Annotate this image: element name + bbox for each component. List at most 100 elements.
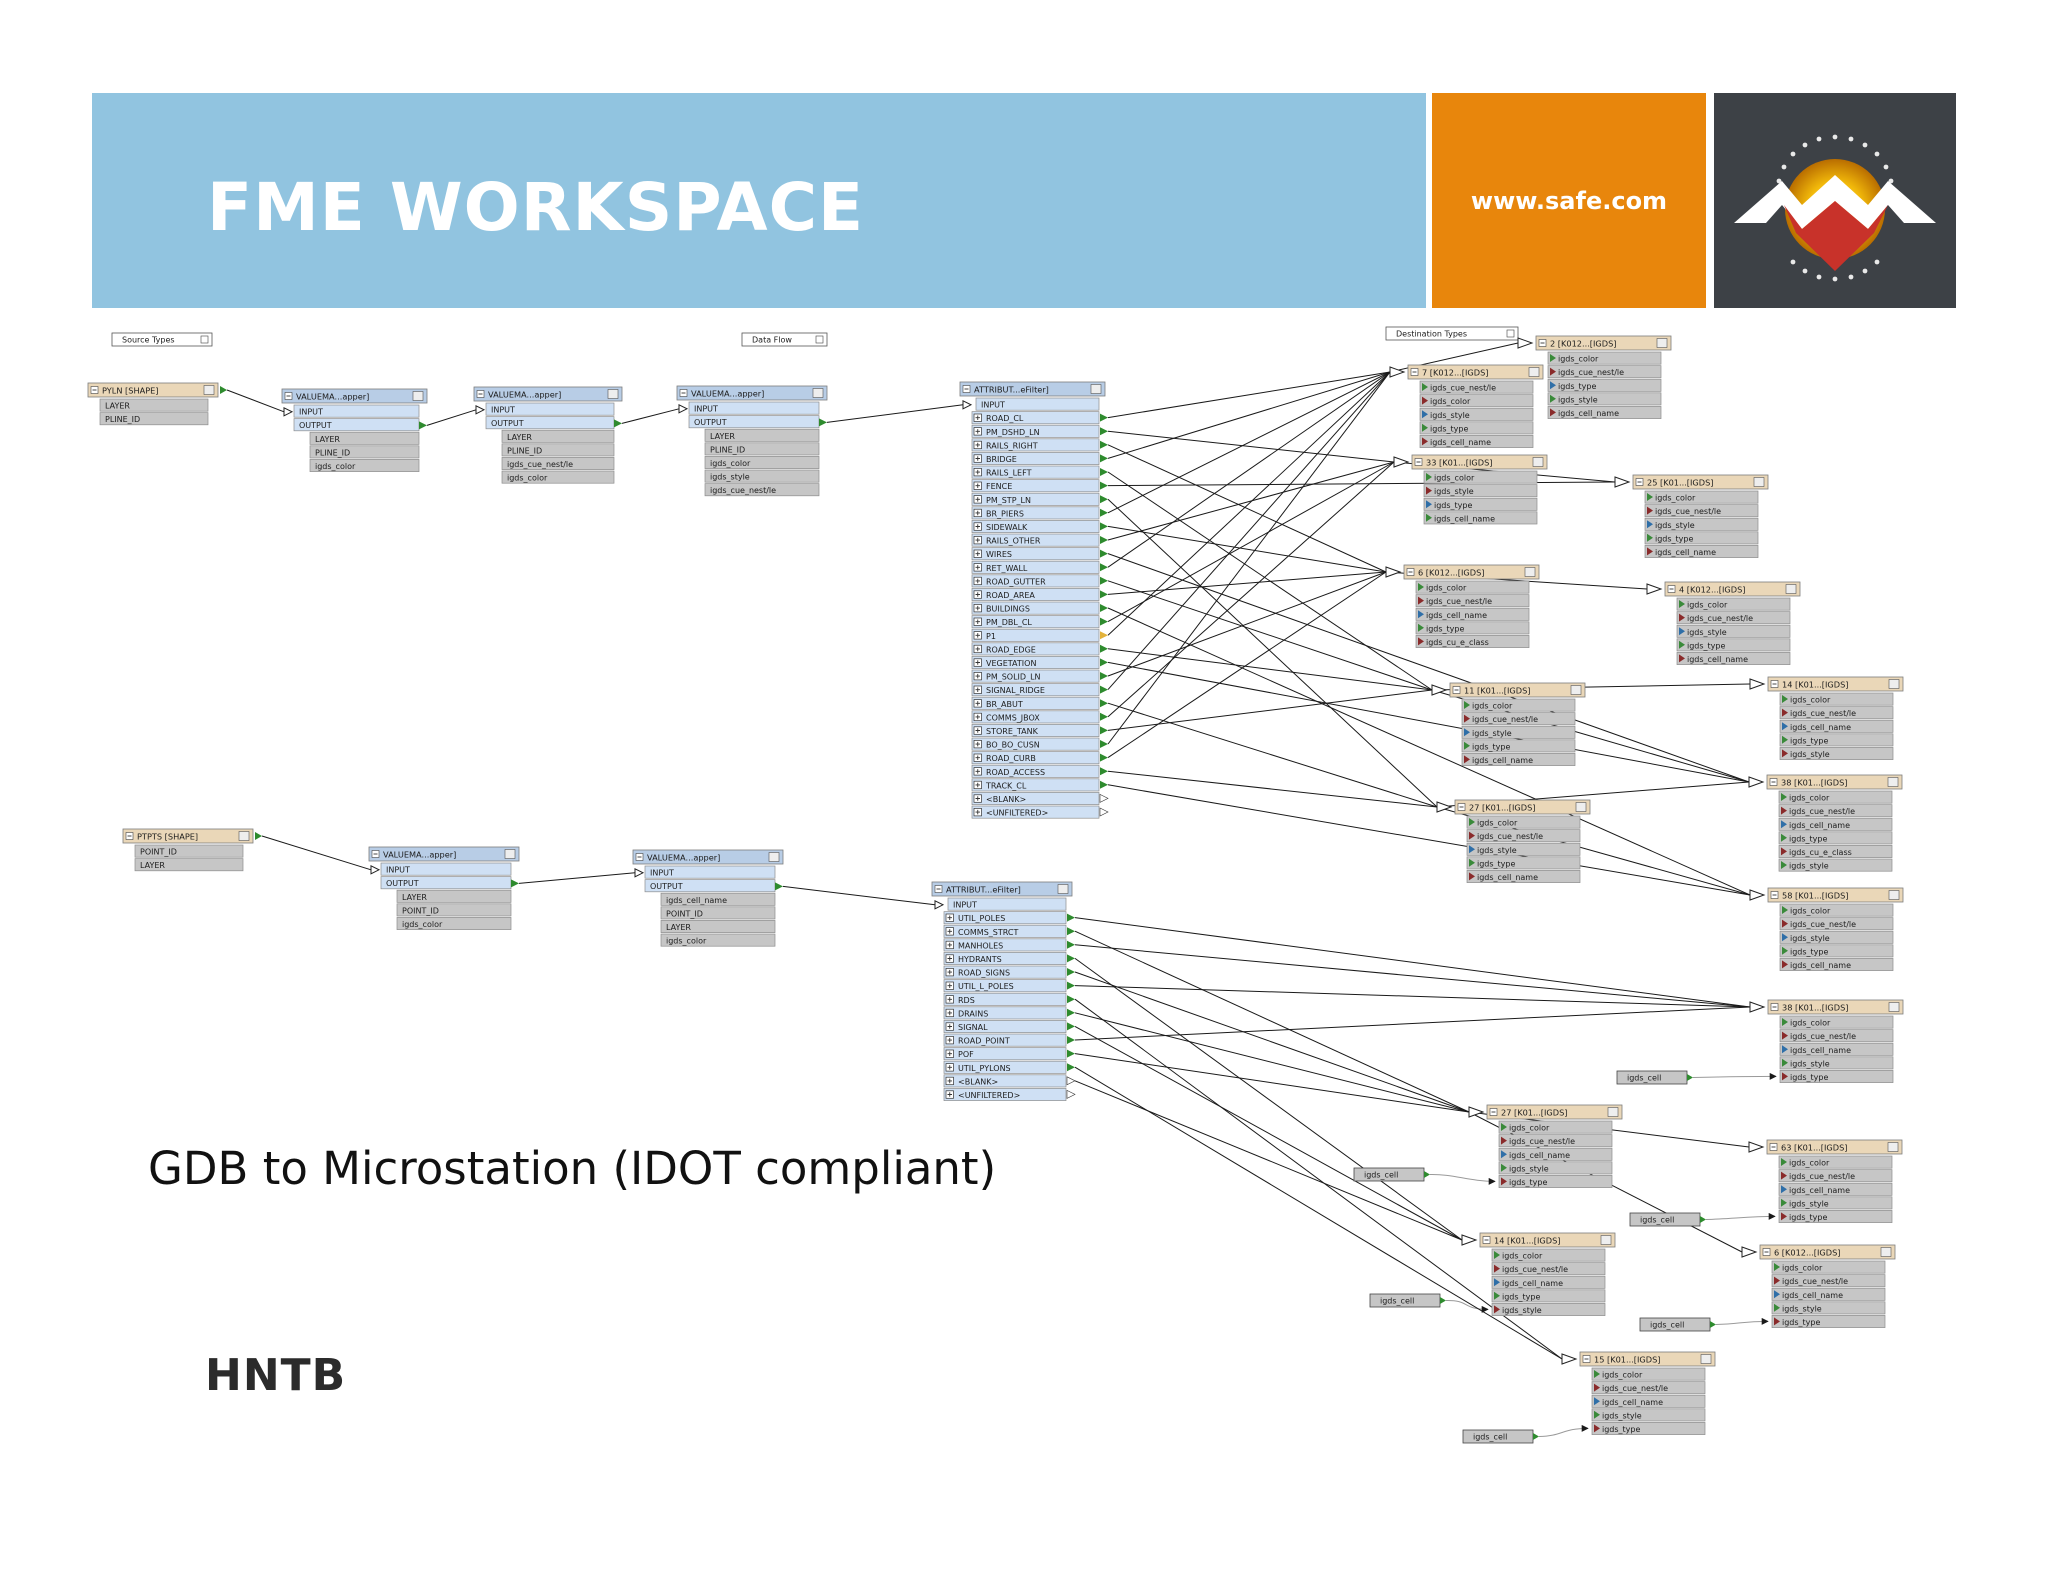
output-port-icon[interactable] (1067, 995, 1075, 1004)
attribute-filter-0[interactable]: ATTRIBUT...eFilter]INPUTROAD_CLPM_DSHD_L… (959, 381, 1109, 819)
output-port-icon[interactable] (1100, 740, 1108, 748)
output-port-icon[interactable] (1100, 563, 1108, 572)
filter-output-port[interactable]: <BLANK> (971, 792, 1100, 805)
filter-input-port[interactable]: INPUT (975, 397, 1100, 411)
mapper-output-port[interactable]: OUTPUT (644, 879, 776, 893)
mapper-input-port[interactable]: INPUT (293, 404, 420, 418)
filter-output-port[interactable]: BR_PIERS (971, 506, 1100, 520)
filter-output-port[interactable]: PM_SOLID_LN (971, 669, 1100, 683)
destination-feature-type-0[interactable]: 2 [K012...[IGDS]igds_colorigds_cue_nest/… (1517, 335, 1672, 419)
output-port-icon[interactable] (1067, 940, 1075, 949)
node-menu-icon[interactable] (1880, 1247, 1892, 1257)
value-mapper-1[interactable]: VALUEMA...apper]INPUTOUTPUTLAYERPLINE_ID… (473, 386, 623, 484)
destination-header[interactable]: 38 [K01...[IGDS] (1767, 999, 1904, 1015)
output-port-icon[interactable] (1100, 712, 1108, 721)
input-port-icon[interactable] (283, 406, 294, 417)
output-port-icon[interactable] (614, 419, 622, 428)
output-port-icon[interactable] (1066, 1089, 1076, 1099)
filter-output-port[interactable]: PM_DBL_CL (971, 615, 1100, 629)
output-port-icon[interactable] (1100, 699, 1108, 708)
output-port-icon[interactable] (1440, 1297, 1446, 1304)
destination-header[interactable]: 33 [K01...[IGDS] (1411, 454, 1548, 470)
destination-header[interactable]: 15 [K01...[IGDS] (1579, 1351, 1716, 1367)
input-port-icon[interactable] (1646, 583, 1663, 595)
node-menu-icon[interactable] (1888, 890, 1900, 900)
mapper-header[interactable]: VALUEMA...apper] (281, 388, 428, 404)
destination-feature-type-2[interactable]: 33 [K01...[IGDS]igds_colorigds_styleigds… (1393, 454, 1548, 525)
filter-output-port[interactable]: POF (943, 1047, 1067, 1061)
filter-output-port[interactable]: STORE_TANK (971, 724, 1100, 737)
destination-feature-type-11[interactable]: 38 [K01...[IGDS]igds_colorigds_cue_nest/… (1749, 999, 1904, 1083)
attribute-filter-1[interactable]: ATTRIBUT...eFilter]INPUTUTIL_POLESCOMMS_… (931, 881, 1076, 1101)
node-menu-icon[interactable] (1575, 802, 1587, 812)
input-port-icon[interactable] (1614, 476, 1631, 488)
destination-feature-type-8[interactable]: 27 [K01...[IGDS]igds_colorigds_cue_nest/… (1436, 799, 1591, 883)
input-port-icon[interactable] (1393, 456, 1410, 468)
destination-feature-type-13[interactable]: 63 [K01...[IGDS]igds_colorigds_cue_nest/… (1748, 1139, 1903, 1223)
filter-output-port[interactable]: PM_STP_LN (971, 492, 1100, 506)
filter-output-port[interactable]: BR_ABUT (971, 696, 1100, 710)
node-menu-icon[interactable] (1532, 457, 1544, 467)
igds-cell-constant-2[interactable]: igds_cell (1629, 1212, 1706, 1227)
bookmark-0[interactable]: Source Types (111, 332, 213, 347)
output-port-icon[interactable] (1100, 604, 1108, 612)
mapper-header[interactable]: VALUEMA...apper] (473, 386, 623, 402)
filter-output-port[interactable]: RAILS_RIGHT (971, 438, 1100, 452)
node-menu-icon[interactable] (1753, 477, 1765, 487)
output-port-icon[interactable] (1100, 617, 1108, 626)
destination-feature-type-9[interactable]: 38 [K01...[IGDS]igds_colorigds_cue_nest/… (1748, 774, 1903, 872)
filter-output-port[interactable]: BO_BO_CUSN (971, 737, 1100, 751)
filter-output-port[interactable]: HYDRANTS (943, 952, 1067, 965)
node-menu-icon[interactable] (1888, 679, 1900, 689)
value-mapper-3[interactable]: VALUEMA...apper]INPUTOUTPUTLAYERPOINT_ID… (368, 846, 520, 930)
input-port-icon[interactable] (1436, 801, 1453, 813)
filter-output-port[interactable]: PM_DSHD_LN (971, 424, 1100, 438)
input-port-icon[interactable] (1748, 1141, 1765, 1153)
output-port-icon[interactable] (1067, 1008, 1075, 1017)
output-port-icon[interactable] (1533, 1433, 1539, 1440)
node-menu-icon[interactable] (1600, 1235, 1612, 1245)
destination-header[interactable]: 6 [K012...[IGDS] (1403, 564, 1540, 580)
output-port-icon[interactable] (255, 832, 262, 840)
node-menu-icon[interactable] (812, 388, 824, 398)
input-port-icon[interactable] (1749, 1001, 1766, 1013)
value-mapper-0[interactable]: VALUEMA...apper]INPUTOUTPUTLAYERPLINE_ID… (281, 388, 428, 472)
output-port-icon[interactable] (775, 882, 783, 891)
filter-output-port[interactable]: ROAD_GUTTER (971, 574, 1100, 588)
igds-cell-constant-3[interactable]: igds_cell (1369, 1293, 1446, 1308)
filter-output-port[interactable]: ROAD_CURB (971, 751, 1100, 765)
bookmark-2[interactable]: Destination Types (1385, 326, 1519, 341)
filter-output-port[interactable]: RAILS_LEFT (971, 465, 1100, 479)
mapper-output-port[interactable]: OUTPUT (485, 416, 615, 430)
output-port-icon[interactable] (1067, 954, 1075, 963)
output-port-icon[interactable] (1067, 913, 1075, 922)
filter-output-port[interactable]: ROAD_ACCESS (971, 764, 1100, 778)
filter-output-port[interactable]: <UNFILTERED> (943, 1088, 1067, 1101)
destination-feature-type-16[interactable]: 15 [K01...[IGDS]igds_colorigds_cue_nest/… (1561, 1351, 1716, 1435)
bookmark-menu-icon[interactable] (200, 335, 209, 344)
node-menu-icon[interactable] (1700, 1354, 1712, 1364)
output-port-icon[interactable] (1100, 536, 1108, 544)
output-port-icon[interactable] (1066, 1076, 1076, 1086)
output-port-icon[interactable] (1100, 549, 1108, 558)
filter-output-port[interactable]: ROAD_EDGE (971, 642, 1100, 656)
node-menu-icon[interactable] (238, 831, 250, 841)
destination-feature-type-5[interactable]: 4 [K012...[IGDS]igds_colorigds_cue_nest/… (1646, 581, 1801, 665)
output-port-icon[interactable] (1100, 481, 1108, 490)
destination-header[interactable]: 27 [K01...[IGDS] (1486, 1104, 1623, 1120)
filter-output-port[interactable]: SIGNAL (943, 1020, 1067, 1033)
filter-output-port[interactable]: RET_WALL (971, 560, 1100, 574)
filter-output-port[interactable]: P1 (971, 628, 1100, 642)
output-port-icon[interactable] (1100, 495, 1108, 504)
node-menu-icon[interactable] (607, 389, 619, 399)
mapper-header[interactable]: VALUEMA...apper] (632, 849, 784, 865)
output-port-icon[interactable] (1687, 1074, 1693, 1081)
input-port-icon[interactable] (1749, 889, 1766, 901)
mapper-output-port[interactable]: OUTPUT (293, 418, 420, 432)
input-port-icon[interactable] (1468, 1106, 1485, 1118)
node-menu-icon[interactable] (1570, 685, 1582, 695)
input-port-icon[interactable] (1385, 566, 1402, 578)
destination-header[interactable]: 38 [K01...[IGDS] (1766, 774, 1903, 790)
